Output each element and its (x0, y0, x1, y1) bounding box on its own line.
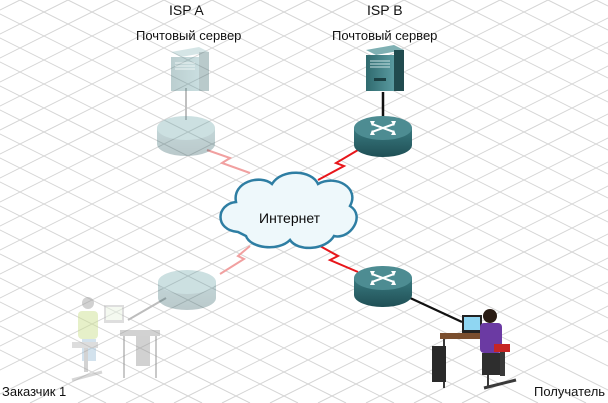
wan-link-isp-b (317, 149, 359, 181)
grid-line (403, 0, 608, 103)
grid-line (499, 0, 608, 55)
internet-label: Интернет (259, 210, 321, 226)
grid-line (0, 0, 165, 83)
grid-line (0, 0, 357, 179)
grid-line (317, 257, 608, 403)
recipient-router (354, 266, 412, 307)
isp-a-server-label: Почтовый сервер (136, 28, 242, 43)
isp-b-title: ISP B (367, 2, 403, 18)
grid-line (0, 0, 213, 107)
grid-line (461, 329, 608, 403)
wan-link-isp-a (206, 149, 251, 174)
internet-cloud (219, 171, 358, 249)
grid-line (0, 0, 117, 59)
wan-link-recipient-router (319, 245, 359, 273)
grid-line (269, 233, 608, 403)
grid-line (163, 0, 608, 223)
grid-line (451, 0, 608, 79)
grid-line (211, 0, 608, 199)
isp-b-router (354, 116, 412, 157)
grid-line (0, 0, 501, 251)
grid-line (307, 0, 608, 151)
sender-label: Заказчик 1 (2, 384, 67, 399)
grid-line (29, 113, 608, 403)
grid-line (221, 209, 608, 403)
links (127, 88, 463, 323)
isp-b-mail-server (366, 45, 404, 91)
sender-workstation (71, 297, 160, 382)
grid-line (125, 161, 608, 403)
grid-line (0, 0, 453, 227)
recipient-label: Получатель (534, 384, 606, 399)
grid-line (0, 0, 261, 131)
grid-line (595, 0, 608, 7)
sender-router (158, 270, 216, 310)
isp-a-router (157, 116, 215, 156)
grid-line (19, 0, 608, 295)
recipient-lan-link (407, 296, 463, 323)
grid-line (67, 0, 608, 271)
recipient-workstation (432, 309, 517, 390)
isp-a-mail-server (171, 47, 209, 91)
grid-line (0, 0, 405, 203)
grid-line (173, 185, 608, 403)
grid-line (115, 0, 608, 247)
grid-line (413, 305, 608, 403)
grid-line (0, 0, 549, 275)
grid-line (355, 0, 608, 127)
grid-line (77, 137, 608, 403)
wan-link-sender-router (219, 245, 251, 275)
isp-a-title: ISP A (169, 2, 204, 18)
isp-b-server-label: Почтовый сервер (332, 28, 438, 43)
grid-line (0, 0, 21, 11)
